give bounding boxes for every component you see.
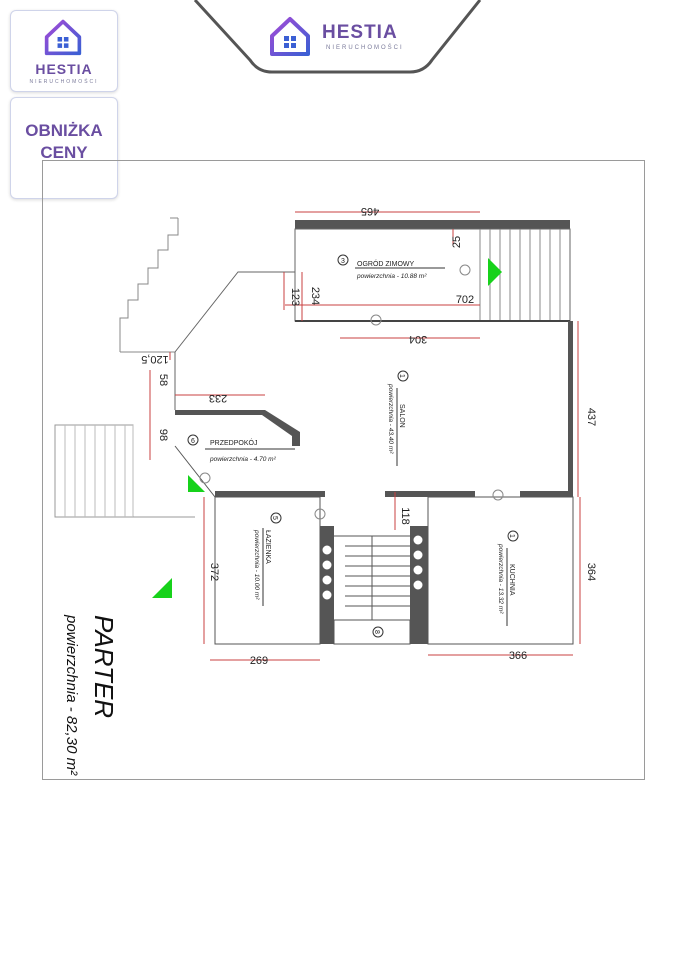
room-no-salon: 1 [398,374,405,378]
logo-brand-name: HESTIA [35,61,93,77]
header-brand-subtitle: NIERUCHOMOŚCI [326,45,404,51]
dim-304: 304 [409,333,427,345]
entrance-arrow-icon [152,578,172,598]
room-winter-garden [294,220,571,322]
room-area-kitchen: powierzchnia - 13.32 m² [497,543,504,614]
dim-233: 233 [209,392,227,404]
dim-269: 269 [250,655,268,667]
dim-58: 58 [157,374,169,386]
dim-123: 123 [289,288,301,306]
room-no-kitchen: 1 [508,534,515,538]
dim-234: 234 [309,287,321,305]
room-area-bathroom: powierzchnia - 10.00 m² [253,529,260,600]
room-no-winter-garden: 3 [341,258,345,265]
dim-465: 465 [361,205,379,217]
room-area-salon: powierzchnia - 43.40 m² [387,383,394,454]
house-logo-icon [270,17,310,56]
dim-372: 372 [208,563,220,581]
floor-plan-frame [42,160,645,780]
dim-118: 118 [399,507,411,525]
room-name-bathroom: ŁAZIENKA [264,530,271,564]
logo-card[interactable]: HESTIA NIERUCHOMOŚCI [10,10,118,92]
dim-25: 25 [451,236,463,248]
entrance-arrow-icon [488,258,502,286]
room-area-winter-garden: powierzchnia - 10.88 m² [356,273,427,280]
room-name-hallway: PRZEDPOKÓJ [210,438,257,447]
dim-98: 98 [157,429,169,441]
plan-area: powierzchnia - 82,30 m² [63,614,80,776]
room-name-salon: SALON [398,404,405,428]
room-name-winter-garden: OGRÓD ZIMOWY [357,259,414,268]
room-no-stairs: 8 [373,630,380,634]
room-no-bathroom: 5 [271,516,278,520]
header-bar: HESTIA NIERUCHOMOŚCI [0,0,678,80]
dim-120-5: 120,5 [141,353,169,365]
promo-badge[interactable]: OBNIŻKA CENY [10,97,118,199]
room-no-hallway: 6 [191,438,195,445]
house-logo-icon [44,19,82,56]
header-logo[interactable]: HESTIA NIERUCHOMOŚCI [268,14,418,58]
room-name-kitchen: KUCHNIA [508,564,515,596]
dim-366: 366 [509,650,527,662]
dim-364: 364 [585,563,597,581]
logo-brand-subtitle: NIERUCHOMOŚCI [29,79,99,85]
dim-437: 437 [585,408,597,426]
header-notch [193,0,482,74]
header-brand-name: HESTIA [322,22,398,43]
room-area-hallway: powierzchnia - 4.70 m² [209,456,277,463]
plan-title: PARTER [89,615,119,718]
promo-text: OBNIŻKA CENY [11,120,117,164]
promo-line-2: CENY [40,143,88,162]
entrance-arrow-icon [188,475,205,492]
dim-702: 702 [456,294,474,306]
promo-line-1: OBNIŻKA [25,121,103,140]
